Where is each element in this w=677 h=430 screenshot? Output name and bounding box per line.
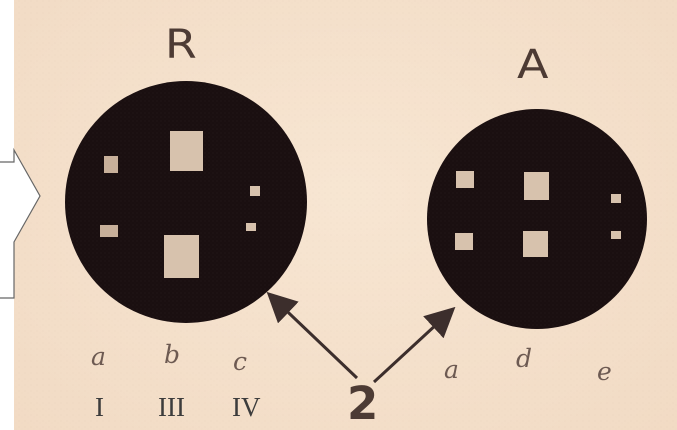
right-square-a-upper [456,171,474,188]
left-square-c-upper [250,186,260,196]
label-r: R [164,22,197,68]
left-square-a-upper [104,156,118,173]
label-a: A [516,42,549,88]
roman-numeral-iv: IV [232,392,261,422]
right-letter-d: d [516,344,533,373]
right-square-e-upper [611,194,621,203]
right-disc-texture [427,109,647,329]
left-letter-c: c [233,347,248,376]
callout-bracket-shape [0,147,41,299]
arrow-to-right-circle [372,306,456,384]
right-letter-e: e [597,357,612,386]
left-letter-a: a [91,342,106,371]
roman-numeral-i: I [95,392,104,422]
left-disc-texture [65,81,307,323]
right-circle [427,109,647,329]
left-square-c-lower [246,223,256,231]
pointer-arrows [266,291,456,384]
right-square-d-lower [523,231,548,257]
right-square-e-lower [611,231,621,239]
pointer-number-label: 2 [347,377,379,430]
roman-numeral-iii: III [158,392,185,422]
left-square-b-upper [170,131,203,171]
callout-bracket [0,147,41,299]
arrow-to-left-circle [266,291,359,380]
right-square-d-upper [524,172,549,200]
left-circle [65,81,307,323]
right-letter-a: a [444,355,459,384]
left-square-b-lower [164,235,199,278]
left-letter-b: b [164,340,181,369]
right-square-a-lower [455,233,473,250]
left-square-a-lower [100,225,118,237]
